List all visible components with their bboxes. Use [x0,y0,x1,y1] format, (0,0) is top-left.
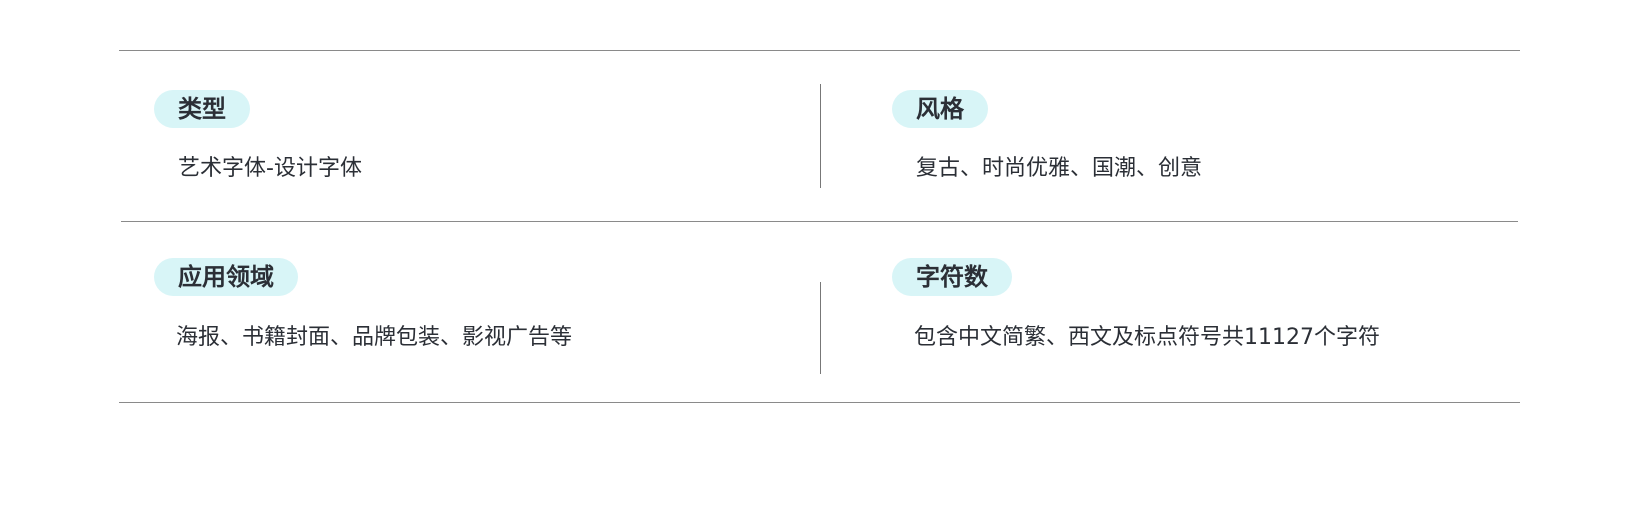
divider-bottom [119,402,1520,403]
column-divider-row1 [820,84,821,188]
section-value: 复古、时尚优雅、国潮、创意 [916,156,1203,181]
section-value: 海报、书籍封面、品牌包装、影视广告等 [176,325,573,350]
divider-top [119,50,1520,51]
section-label: 字符数 [892,258,1012,296]
column-divider-row2 [820,282,821,374]
section-value: 艺术字体-设计字体 [178,156,362,181]
section-value: 包含中文简繁、西文及标点符号共11127个字符 [914,325,1380,350]
section-label: 类型 [154,90,250,128]
divider-middle [121,221,1518,222]
section-label: 应用领域 [154,258,298,296]
section-label: 风格 [892,90,988,128]
